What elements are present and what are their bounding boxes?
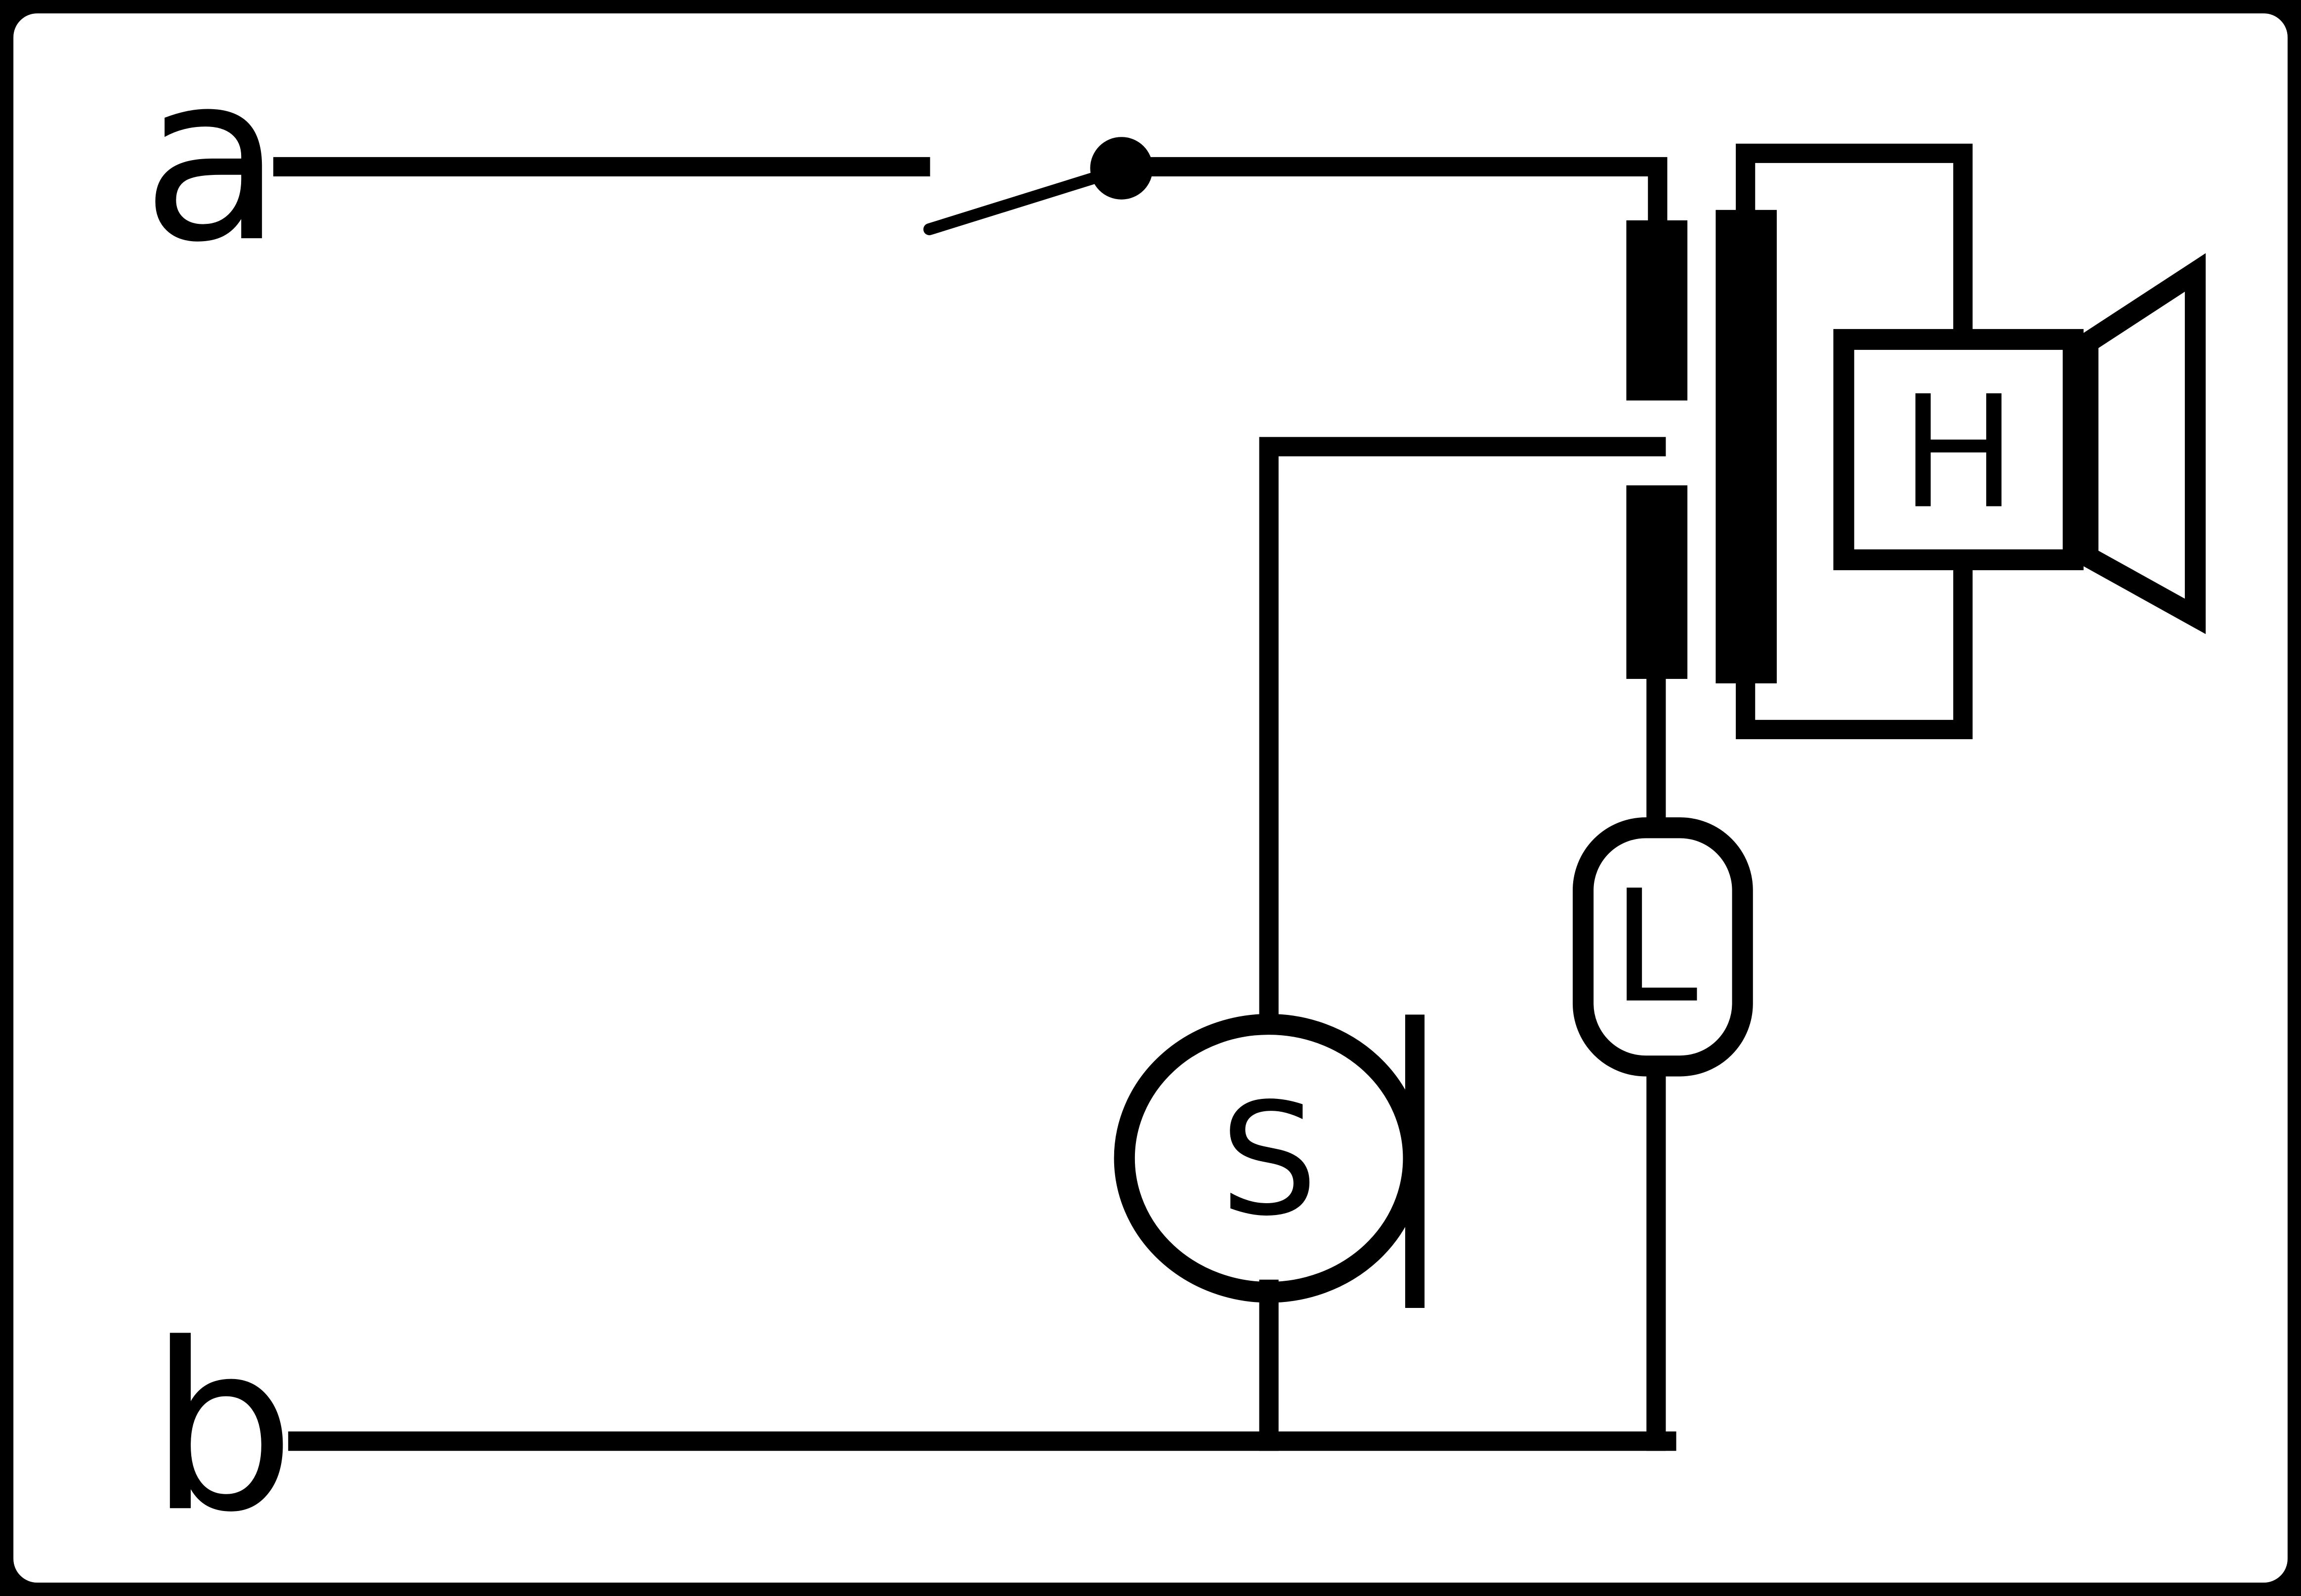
cell-label: L [1611,857,1698,1037]
page-background [13,13,2288,1583]
receiver-label: H [1900,362,2017,543]
receiver-horn-icon [2077,253,2206,634]
microphone-label: S [1220,1070,1318,1250]
wire-switch-to-transformer [1140,157,1668,236]
transformer-secondary-winding [1715,210,1777,683]
switch-arm-icon [923,167,1117,236]
microphone-icon: S [1114,1013,1425,1308]
receiver-body [1833,329,2084,571]
terminal-b-label: b [149,1294,295,1563]
receiver-icon: H [1833,253,2206,634]
switch-pivot-dot-icon [1090,137,1153,200]
transformer-primary-upper-winding [1626,220,1688,401]
transformer-primary-lower-winding [1626,485,1688,679]
wire-primary-tap-to-microphone [1259,437,1666,1037]
transformer-icon [1626,210,1777,683]
cell-icon: L [1573,817,1753,1077]
terminal-a-label: a [141,24,283,293]
